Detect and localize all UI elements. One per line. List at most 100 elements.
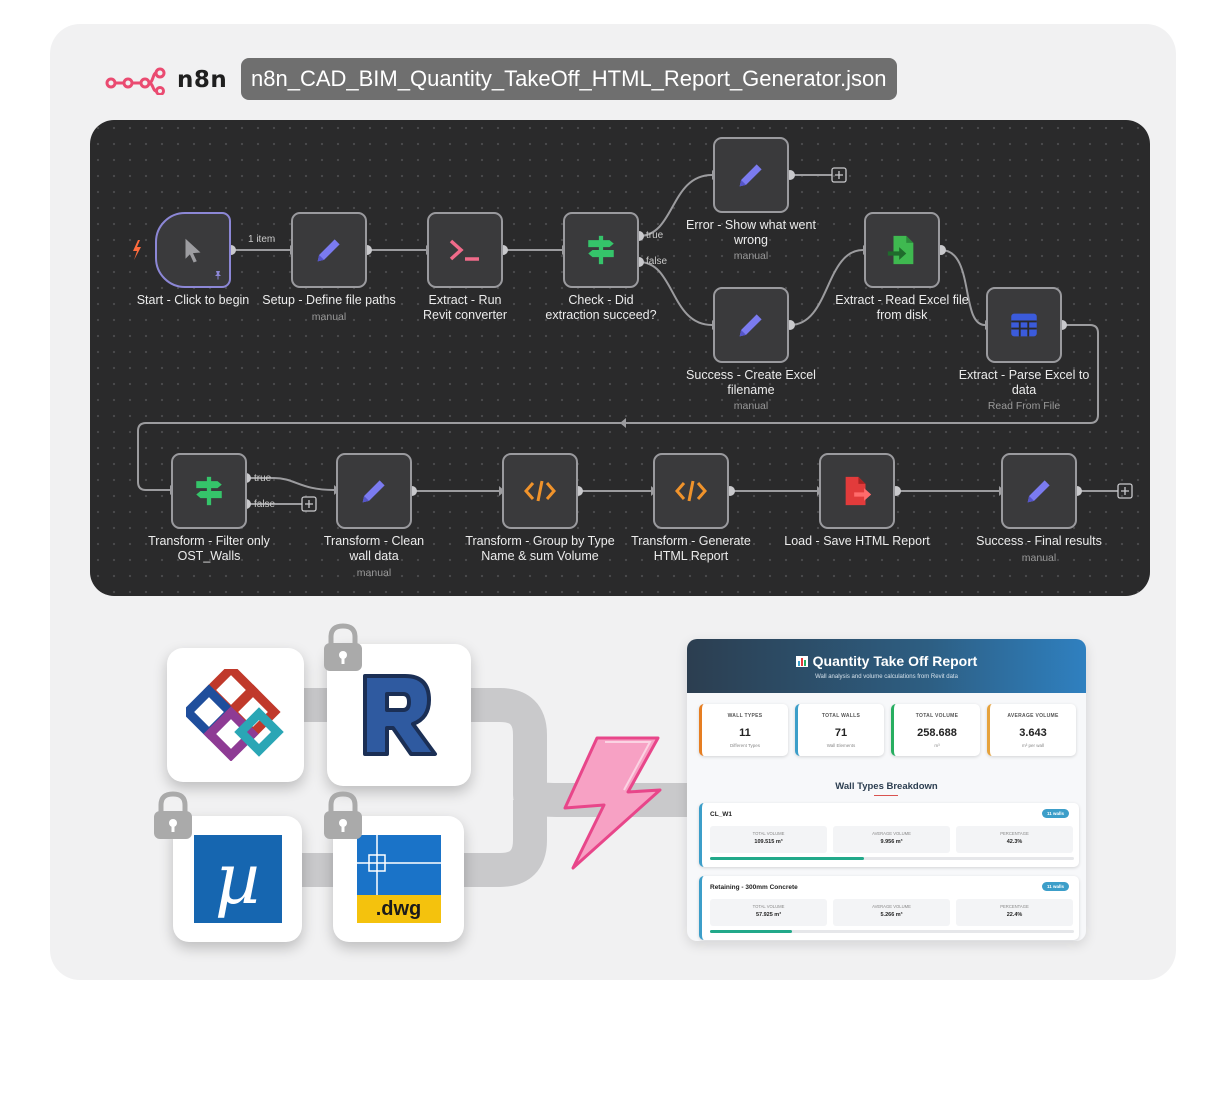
node-label: Transform - Clean wall data	[323, 534, 425, 563]
title-underline	[874, 795, 898, 796]
arrow	[620, 418, 626, 428]
add-node-plus	[831, 167, 847, 183]
lightning-bolt-icon	[563, 736, 662, 870]
node-label: Setup - Define file paths	[262, 293, 396, 307]
node-check[interactable]	[563, 212, 639, 288]
node-parse-excel[interactable]	[986, 287, 1062, 363]
pencil-icon	[1027, 480, 1050, 503]
pencil-icon	[362, 480, 385, 503]
percentage-bar	[710, 857, 1074, 860]
node-success-excel[interactable]	[713, 287, 789, 363]
file-export-icon	[845, 476, 872, 506]
signpost-icon	[196, 476, 222, 506]
node-label: Start - Click to begin	[136, 293, 250, 307]
workflow-canvas[interactable]: 1 item true false true false	[90, 120, 1150, 596]
code-icon	[524, 480, 556, 502]
node-label: Extract - Parse Excel to data	[958, 368, 1090, 397]
node-label: Extract - Read Excel file from disk	[835, 293, 969, 322]
breakdown-title: Wall Types Breakdown	[835, 781, 938, 792]
node-extract-revit[interactable]	[427, 212, 503, 288]
stat-card: WALL TYPES 11 Different Types	[699, 704, 788, 756]
node-sublabel: manual	[1021, 552, 1057, 564]
chart-icon	[795, 656, 808, 667]
stat-card: TOTAL WALLS 71 Wall Elements	[795, 704, 884, 756]
revit-logo-icon	[363, 674, 437, 756]
lock-icon	[154, 791, 192, 839]
node-error[interactable]	[713, 137, 789, 213]
connection	[638, 261, 713, 326]
node-label: Transform - Generate HTML Report	[631, 534, 751, 563]
wall-count-badge: 11 walls	[1041, 882, 1069, 891]
signpost-icon	[588, 235, 614, 265]
tile-microstation: µ	[173, 816, 302, 942]
code-icon	[675, 480, 707, 502]
n8n-logo-icon	[105, 67, 166, 95]
terminal-icon	[449, 239, 479, 261]
pin-icon	[215, 271, 221, 280]
wall-count-badge: 11 walls	[1041, 809, 1069, 818]
crosshair-icon	[356, 835, 441, 895]
lock-icon	[324, 623, 362, 671]
node-read-excel[interactable]	[864, 212, 940, 288]
connection	[246, 477, 335, 491]
workflow-file-name: n8n_CAD_BIM_Quantity_TakeOff_HTML_Report…	[241, 58, 897, 100]
edge-label-true: true	[646, 230, 664, 241]
add-node-plus	[1117, 483, 1133, 499]
edge-label-false: false	[646, 256, 668, 267]
node-label: Extract - Run Revit converter	[422, 293, 508, 322]
pencil-icon	[739, 314, 762, 337]
add-node-plus	[301, 496, 317, 512]
report-preview: Quantity Take Off Report Wall analysis a…	[687, 639, 1086, 941]
edge-label-true: true	[254, 473, 272, 484]
cursor-icon	[185, 238, 201, 263]
node-start[interactable]	[155, 212, 231, 288]
wall-type-card: Retaining - 300mm Concrete 11 walls TOTA…	[699, 876, 1079, 940]
n8n-logo: n8n	[105, 60, 227, 100]
node-final-results[interactable]	[1001, 453, 1077, 529]
percentage-bar	[710, 930, 1074, 933]
node-sublabel: manual	[733, 250, 769, 262]
node-group-by-type[interactable]	[502, 453, 578, 529]
node-clean-wall[interactable]	[336, 453, 412, 529]
connection	[638, 174, 713, 237]
node-label: Transform - Filter only OST_Walls	[148, 534, 270, 563]
node-label: Check - Did extraction succeed?	[545, 293, 657, 322]
tile-ifc	[167, 648, 304, 782]
node-sublabel: manual	[311, 311, 347, 323]
report-title: Quantity Take Off Report	[812, 653, 978, 669]
edge-label-false: false	[254, 499, 276, 510]
node-label: Success - Final results	[976, 534, 1102, 548]
node-label: Load - Save HTML Report	[784, 534, 930, 548]
node-label: Transform - Group by Type Name & sum Vol…	[465, 534, 615, 563]
pencil-icon	[317, 239, 340, 262]
stat-card: TOTAL VOLUME 258.688 m³	[891, 704, 980, 756]
connection	[940, 249, 986, 326]
node-generate-html[interactable]	[653, 453, 729, 529]
report-header: Quantity Take Off Report Wall analysis a…	[687, 639, 1086, 693]
edge-label-items: 1 item	[248, 234, 276, 245]
node-save-html[interactable]	[819, 453, 895, 529]
report-subtitle: Wall analysis and volume calculations fr…	[815, 674, 958, 680]
node-filter-walls[interactable]	[171, 453, 247, 529]
microstation-logo: µ	[193, 835, 282, 923]
lock-icon	[324, 791, 362, 839]
file-import-icon	[887, 235, 914, 265]
trigger-bolt-icon	[133, 240, 141, 260]
pencil-icon	[739, 164, 762, 187]
node-label: Success - Create Excel filename	[686, 368, 816, 397]
ifc-logo-icon	[185, 669, 284, 761]
node-label: Error - Show what went wrong	[686, 218, 816, 247]
wall-type-name: CL_W1	[710, 811, 733, 818]
dwg-label: .dwg	[356, 895, 441, 923]
node-sublabel: manual	[733, 400, 769, 412]
wall-type-name: Retaining - 300mm Concrete	[710, 884, 798, 891]
node-sublabel: Read From File	[987, 400, 1061, 412]
brand-name: n8n	[177, 67, 228, 93]
node-setup[interactable]	[291, 212, 367, 288]
table-icon	[1011, 313, 1037, 337]
node-sublabel: manual	[356, 567, 392, 579]
dwg-logo-icon: .dwg	[356, 835, 441, 923]
stat-card: AVERAGE VOLUME 3.643 m³ per wall	[987, 704, 1076, 756]
